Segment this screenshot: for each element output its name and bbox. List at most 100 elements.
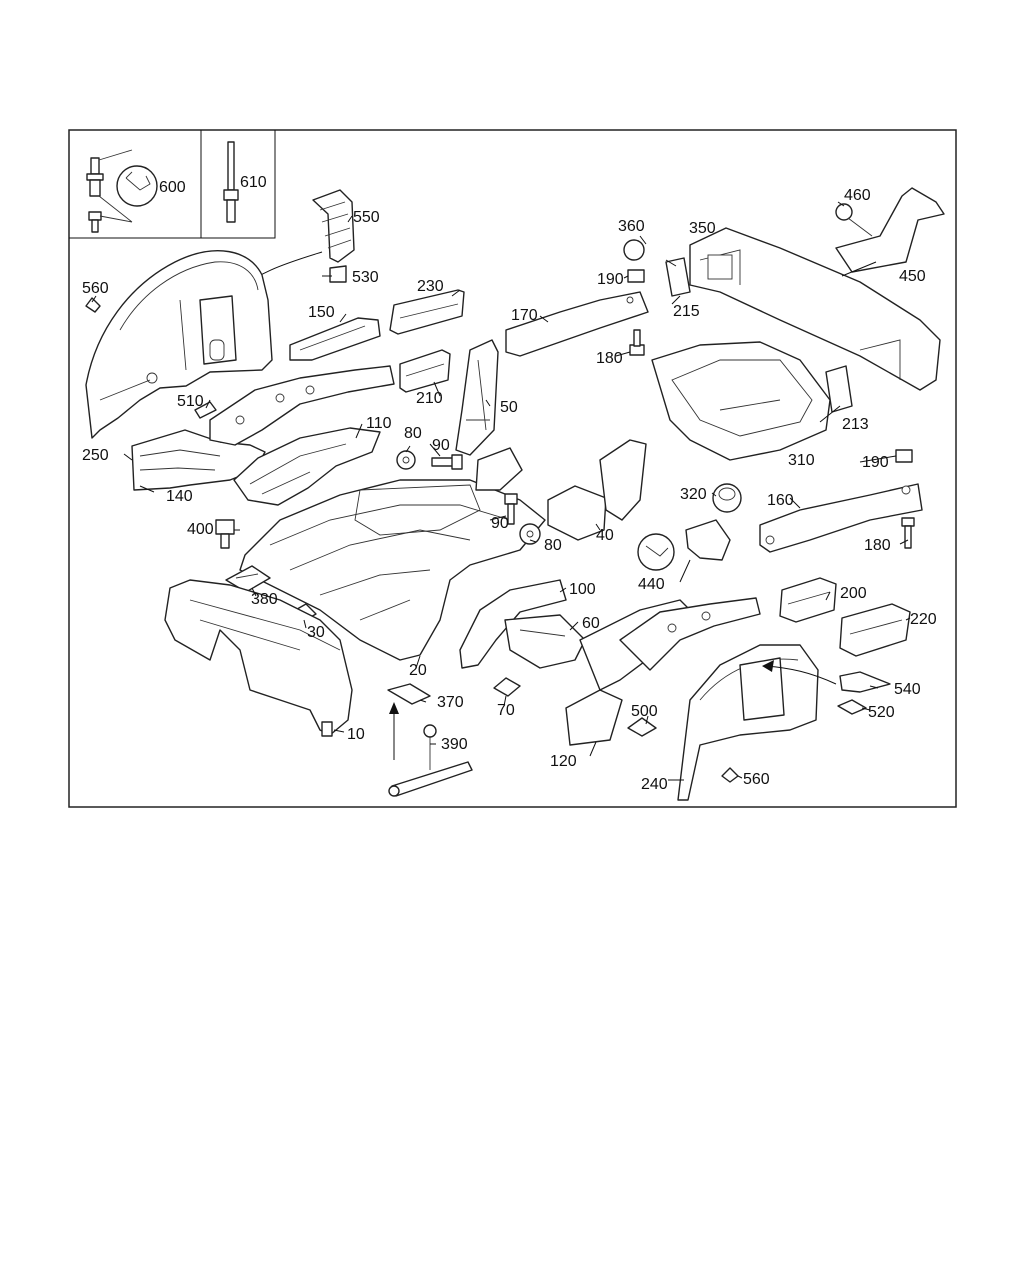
label-520: 520 xyxy=(868,704,895,721)
label-140: 140 xyxy=(166,488,193,505)
part-215 xyxy=(665,257,691,297)
nut-190a xyxy=(627,269,645,283)
label-600: 600 xyxy=(159,179,186,196)
label-250: 250 xyxy=(82,447,109,464)
part-250-wheel-arch xyxy=(85,250,273,439)
label-180a: 180 xyxy=(596,350,623,367)
label-560b: 560 xyxy=(743,771,770,788)
part-150 xyxy=(289,317,381,361)
part-440 xyxy=(637,519,731,571)
part-510 xyxy=(194,401,217,419)
fastener-80a xyxy=(396,450,416,470)
part-540 xyxy=(839,671,891,693)
label-160: 160 xyxy=(767,492,794,509)
part-550 xyxy=(312,189,355,283)
label-440: 440 xyxy=(638,576,665,593)
label-370: 370 xyxy=(437,694,464,711)
part-520 xyxy=(837,699,867,715)
label-220: 220 xyxy=(910,611,937,628)
part-right-side-rail xyxy=(619,597,761,671)
clip-560a xyxy=(85,297,101,313)
part-220 xyxy=(839,603,911,657)
part-210 xyxy=(399,349,451,393)
part-40 xyxy=(547,439,647,541)
nut-190b xyxy=(895,449,913,463)
label-500: 500 xyxy=(631,703,658,720)
label-550: 550 xyxy=(353,209,380,226)
label-310: 310 xyxy=(788,452,815,469)
label-540: 540 xyxy=(894,681,921,698)
label-70: 70 xyxy=(497,702,515,719)
label-390: 390 xyxy=(441,736,468,753)
label-150: 150 xyxy=(308,304,335,321)
label-360: 360 xyxy=(618,218,645,235)
part-100 xyxy=(459,579,567,669)
bolt-180b xyxy=(901,517,915,549)
label-180b: 180 xyxy=(864,537,891,554)
part-320 xyxy=(712,483,742,513)
label-460: 460 xyxy=(844,187,871,204)
fastener-90b xyxy=(504,493,518,525)
part-370 xyxy=(387,683,431,705)
label-120: 120 xyxy=(550,753,577,770)
label-10: 10 xyxy=(347,726,365,743)
label-400: 400 xyxy=(187,521,214,538)
part-500 xyxy=(627,717,657,737)
label-320: 320 xyxy=(680,486,707,503)
inset-bolt-610 xyxy=(223,141,239,223)
label-210: 210 xyxy=(416,390,443,407)
callout-labels: 600 610 550 530 560 230 150 170 360 350 … xyxy=(82,174,937,793)
part-213 xyxy=(825,365,853,413)
part-long-member xyxy=(209,365,395,446)
label-170: 170 xyxy=(511,307,538,324)
label-30: 30 xyxy=(307,624,325,641)
part-240-wheel-arch xyxy=(677,644,819,801)
bolt-400 xyxy=(215,519,235,549)
label-60: 60 xyxy=(582,615,600,632)
fastener-80b xyxy=(519,523,541,545)
part-200 xyxy=(779,577,837,623)
label-560a: 560 xyxy=(82,280,109,297)
bolt-460 xyxy=(835,203,873,237)
part-450 xyxy=(835,187,945,273)
label-380: 380 xyxy=(251,591,278,608)
label-350: 350 xyxy=(689,220,716,237)
part-170 xyxy=(505,291,649,357)
inset-box-lines xyxy=(69,130,276,239)
leader-lines xyxy=(91,201,911,781)
label-90a: 90 xyxy=(432,437,450,454)
nut-360 xyxy=(623,239,645,261)
part-60 xyxy=(504,614,586,669)
label-190a: 190 xyxy=(597,271,624,288)
label-450: 450 xyxy=(899,268,926,285)
label-90b: 90 xyxy=(491,515,509,532)
label-20: 20 xyxy=(409,662,427,679)
part-350-rear-member xyxy=(689,227,941,391)
label-100: 100 xyxy=(569,581,596,598)
label-610: 610 xyxy=(240,174,267,191)
inset-bolt-600 xyxy=(86,149,158,233)
part-10-panel xyxy=(164,579,353,737)
label-80a: 80 xyxy=(404,425,422,442)
fastener-90a xyxy=(431,454,463,470)
part-70 xyxy=(493,677,521,697)
label-530: 530 xyxy=(352,269,379,286)
label-213: 213 xyxy=(842,416,869,433)
label-230: 230 xyxy=(417,278,444,295)
label-240: 240 xyxy=(641,776,668,793)
part-20-floor xyxy=(239,479,546,661)
label-215: 215 xyxy=(673,303,700,320)
part-390 xyxy=(388,724,473,797)
part-230 xyxy=(389,289,465,335)
label-190b: 190 xyxy=(862,454,889,471)
part-50 xyxy=(455,339,523,491)
label-50: 50 xyxy=(500,399,518,416)
part-310-spare-well xyxy=(651,341,831,461)
part-160 xyxy=(759,483,923,553)
label-80b: 80 xyxy=(544,537,562,554)
bolt-180a xyxy=(629,329,645,356)
label-510: 510 xyxy=(177,393,204,410)
label-40: 40 xyxy=(596,527,614,544)
part-110 xyxy=(233,427,381,506)
